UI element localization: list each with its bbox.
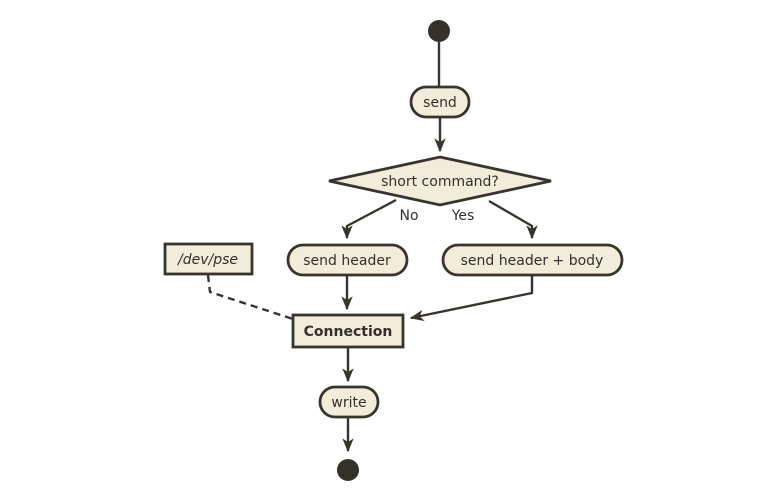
decision-short-command: [328, 155, 552, 207]
activity-send-label: send: [423, 95, 457, 111]
activity-write: [318, 385, 380, 419]
edge-dev-pse-to-connection-dashed: [206, 274, 297, 322]
initial-node: [428, 20, 450, 42]
object-dev-pse-label: /dev/pse: [176, 252, 238, 268]
object-connection: [291, 313, 405, 349]
decision-label: short command?: [381, 174, 499, 190]
activity-send-header: [286, 243, 409, 277]
edge-decision-yes-to-send-header-body: [488, 199, 538, 240]
activity-send-header-body-label: send header + body: [461, 253, 604, 269]
branch-label-no: No: [399, 208, 418, 224]
activity-send-header-body: [441, 243, 624, 277]
object-connection-label: Connection: [304, 324, 393, 340]
object-dev-pse: [163, 242, 254, 276]
activity-send-header-label: send header: [303, 253, 391, 269]
activity-send: [409, 85, 471, 119]
activity-write-label: write: [331, 395, 366, 411]
final-node: [337, 459, 359, 481]
edge-decision-no-to-send-header: [341, 198, 397, 240]
edge-send-header-body-to-connection: [409, 276, 534, 322]
branch-label-yes: Yes: [451, 208, 475, 224]
